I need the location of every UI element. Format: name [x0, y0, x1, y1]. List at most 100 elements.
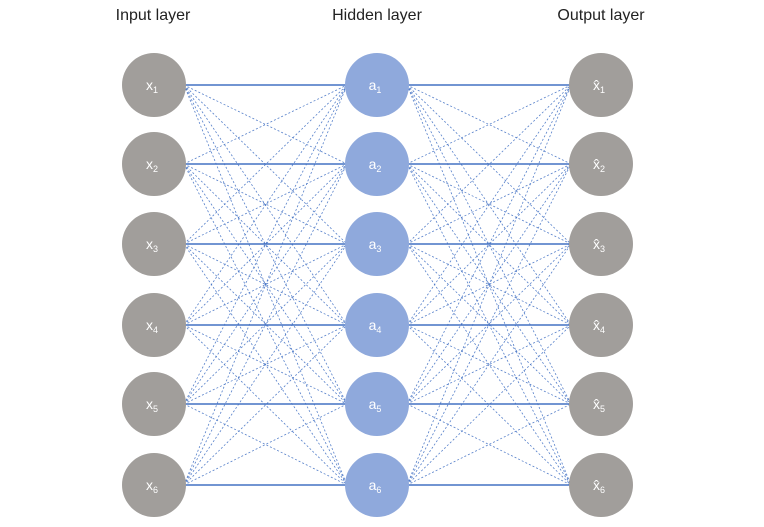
- node-hidden-5: a5: [345, 372, 409, 436]
- node-subscript: 1: [376, 85, 381, 95]
- edge-hidden-3-to-output-2: [406, 163, 572, 245]
- edge-input-6-to-hidden-2: [183, 163, 348, 486]
- node-subscript: 5: [153, 404, 158, 414]
- node-output-2: x̂2: [569, 132, 633, 196]
- node-output-1: x̂1: [569, 53, 633, 117]
- node-input-4: x4: [122, 293, 186, 357]
- node-symbol: x: [146, 396, 153, 412]
- node-circle: [569, 293, 633, 357]
- edge-hidden-6-to-output-3: [406, 243, 572, 486]
- node-symbol: x̂: [593, 77, 600, 93]
- node-output-4: x̂4: [569, 293, 633, 357]
- node-input-6: x6: [122, 453, 186, 517]
- node-circle: [345, 53, 409, 117]
- node-subscript: 4: [153, 325, 158, 335]
- node-symbol: x̂: [593, 477, 600, 493]
- edge-hidden-6-to-output-1: [406, 84, 572, 486]
- node-circle: [345, 132, 409, 196]
- node-label: a2: [369, 156, 382, 174]
- edge-input-4-to-hidden-1: [183, 84, 348, 326]
- node-input-5: x5: [122, 372, 186, 436]
- edge-input-5-to-hidden-6: [183, 403, 348, 486]
- edge-hidden-6-to-output-5: [406, 403, 572, 486]
- node-circle: [122, 53, 186, 117]
- edge-input-6-to-hidden-5: [183, 403, 348, 486]
- node-subscript: 6: [376, 485, 381, 495]
- edge-input-3-to-hidden-1: [183, 84, 348, 245]
- edge-hidden-2-to-output-1: [406, 84, 572, 165]
- node-label: a3: [369, 236, 382, 254]
- node-subscript: 2: [376, 164, 381, 174]
- node-label: x̂5: [593, 396, 605, 414]
- edge-hidden-4-to-output-1: [406, 84, 572, 326]
- node-symbol: a: [369, 236, 377, 252]
- node-symbol: x: [146, 156, 153, 172]
- edge-hidden-1-to-output-2: [406, 84, 572, 165]
- node-input-1: x1: [122, 53, 186, 117]
- node-subscript: 2: [600, 164, 605, 174]
- node-subscript: 4: [376, 325, 381, 335]
- node-hidden-4: a4: [345, 293, 409, 357]
- node-label: x4: [146, 317, 158, 335]
- node-circle: [345, 372, 409, 436]
- node-input-3: x3: [122, 212, 186, 276]
- node-label: x̂2: [593, 156, 605, 174]
- node-subscript: 1: [153, 85, 158, 95]
- node-circle: [345, 453, 409, 517]
- node-label: x3: [146, 236, 158, 254]
- node-symbol: x: [146, 317, 153, 333]
- node-circle: [122, 453, 186, 517]
- node-symbol: a: [369, 77, 377, 93]
- node-subscript: 3: [153, 244, 158, 254]
- node-circle: [345, 212, 409, 276]
- edge-hidden-6-to-output-2: [406, 163, 572, 486]
- edge-hidden-2-to-output-3: [406, 163, 572, 245]
- node-subscript: 5: [376, 404, 381, 414]
- node-subscript: 3: [376, 244, 381, 254]
- node-label: x2: [146, 156, 158, 174]
- node-symbol: x: [146, 77, 153, 93]
- layer-title-hidden: Hidden layer: [332, 7, 423, 24]
- node-subscript: 1: [600, 85, 605, 95]
- node-symbol: x: [146, 236, 153, 252]
- node-circle: [569, 53, 633, 117]
- node-subscript: 6: [600, 485, 605, 495]
- node-label: x1: [146, 77, 158, 95]
- node-symbol: a: [369, 477, 377, 493]
- node-subscript: 4: [600, 325, 605, 335]
- node-symbol: x̂: [593, 236, 600, 252]
- node-subscript: 6: [153, 485, 158, 495]
- connection-edges: [183, 84, 572, 486]
- edge-hidden-5-to-output-6: [406, 403, 572, 486]
- node-symbol: x̂: [593, 156, 600, 172]
- node-hidden-2: a2: [345, 132, 409, 196]
- node-symbol: a: [369, 396, 377, 412]
- node-hidden-6: a6: [345, 453, 409, 517]
- node-label: x6: [146, 477, 158, 495]
- node-circle: [569, 453, 633, 517]
- node-circle: [122, 212, 186, 276]
- node-circle: [345, 293, 409, 357]
- node-subscript: 2: [153, 164, 158, 174]
- edge-input-6-to-hidden-3: [183, 243, 348, 486]
- node-circle: [122, 293, 186, 357]
- node-hidden-1: a1: [345, 53, 409, 117]
- node-circle: [122, 372, 186, 436]
- node-label: x̂6: [593, 477, 605, 495]
- node-label: a1: [369, 77, 382, 95]
- node-hidden-3: a3: [345, 212, 409, 276]
- node-label: x5: [146, 396, 158, 414]
- node-circle: [569, 212, 633, 276]
- layer-title-input: Input layer: [116, 7, 191, 24]
- node-label: a5: [369, 396, 382, 414]
- node-circle: [122, 132, 186, 196]
- node-label: a6: [369, 477, 382, 495]
- node-circle: [569, 372, 633, 436]
- node-label: a4: [369, 317, 382, 335]
- node-symbol: x̂: [593, 317, 600, 333]
- node-output-3: x̂3: [569, 212, 633, 276]
- node-output-6: x̂6: [569, 453, 633, 517]
- neuron-nodes: x1x2x3x4x5x6a1a2a3a4a5a6x̂1x̂2x̂3x̂4x̂5x…: [122, 53, 633, 517]
